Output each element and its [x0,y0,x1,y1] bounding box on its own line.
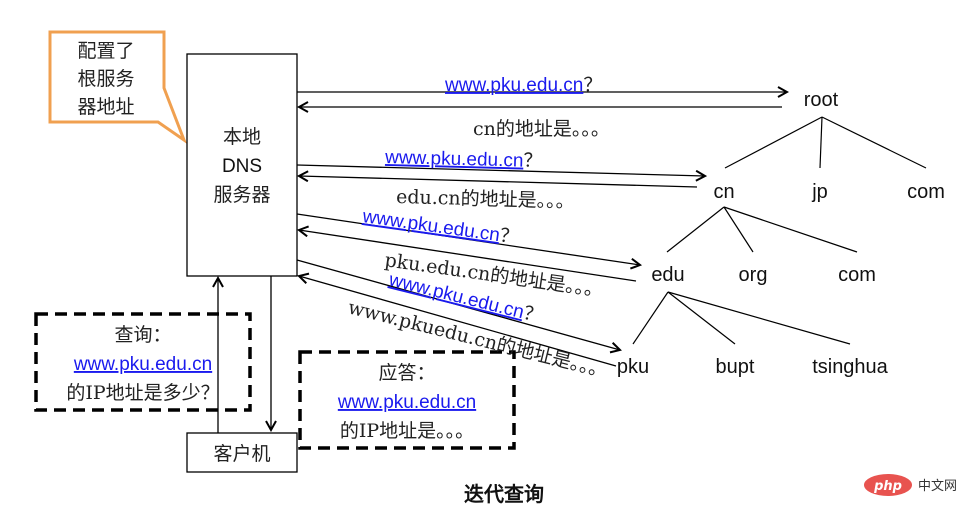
message-5-suffix: ？ [498,224,520,248]
edge-cn-org [723,206,754,253]
message-7-suffix: ？ [521,302,545,328]
reply-from-pku-arrow [299,276,617,367]
message-2-text: cn的地址是。。。 [473,118,610,140]
diagram-caption: 迭代查询 [464,482,544,506]
domain-tree-edges [632,116,927,345]
query-tail: 的IP地址是多少？ [66,382,219,404]
query-box: 查询： www.pku.edu.cn 的IP地址是多少？ [34,312,252,412]
domain-tree: root cn jp com edu org com pku bupt tsin… [617,89,945,378]
query-to-pku-arrow [296,259,620,350]
edge-edu-bupt [667,291,736,345]
message-3: www.pku.edu.cn？ [384,146,543,172]
query-link[interactable]: www.pku.edu.cn [73,354,212,375]
node-bupt: bupt [716,356,755,378]
message-1-suffix: ？ [583,74,602,96]
message-5-link[interactable]: www.pku.edu.cn [360,206,501,246]
node-edu: edu [651,264,684,286]
edge-cn-com [723,206,858,253]
message-3-link[interactable]: www.pku.edu.cn [384,147,524,172]
node-root: root [804,89,839,111]
message-3-suffix: ？ [523,150,543,172]
local-dns-line-2: DNS [222,156,262,177]
edge-edu-pku [632,291,669,345]
watermark-badge: php [873,479,902,494]
callout-line-2: 根服务 [77,68,134,90]
watermark-text: 中文网 [918,479,957,494]
query-title: 查询： [114,324,171,346]
reply-from-edu-arrow [299,230,637,282]
local-dns-server: 本地 DNS 服务器 [186,53,298,277]
node-cn: cn [713,181,734,203]
client-label: 客户机 [213,443,270,465]
callout-line-1: 配置了 [77,40,134,62]
local-dns-line-1: 本地 [223,126,261,148]
client: 客户机 [186,432,298,473]
watermark: php 中文网 [864,474,957,496]
svg-text:www.pku.edu.cn？: www.pku.edu.cn？ [384,146,543,172]
local-dns-line-3: 服务器 [213,184,270,206]
node-pku: pku [617,356,649,378]
answer-title: 应答： [378,362,435,384]
message-2: cn的地址是。。。 [473,118,610,140]
node-jp: jp [811,181,828,203]
callout-line-3: 器地址 [77,96,134,118]
message-1-link[interactable]: www.pku.edu.cn [444,75,583,96]
node-com-cn: com [838,264,876,286]
php-logo-icon [864,474,912,496]
answer-tail: 的IP地址是。。。 [340,420,474,442]
edge-root-com [821,116,927,169]
query-to-cn-arrow [296,164,705,176]
answer-box: 应答： www.pku.edu.cn 的IP地址是。。。 [298,350,516,450]
message-4-text: edu.cn的地址是。。。 [396,186,575,213]
edge-root-cn [724,116,823,169]
edge-root-jp [819,116,823,169]
callout: 配置了 根服务 器地址 [48,30,188,145]
edge-edu-tsinghua [667,291,851,345]
answer-link[interactable]: www.pku.edu.cn [337,392,476,413]
reply-from-cn-arrow [299,176,698,188]
edge-cn-edu [666,206,725,253]
message-4: edu.cn的地址是。。。 [396,186,575,213]
node-tsinghua: tsinghua [812,356,888,378]
node-org: org [739,264,768,286]
node-com-top: com [907,181,945,203]
svg-text:www.pku.edu.cn？: www.pku.edu.cn？ [444,74,602,96]
query-to-edu-arrow [296,213,640,265]
message-1: www.pku.edu.cn？ [444,74,602,96]
